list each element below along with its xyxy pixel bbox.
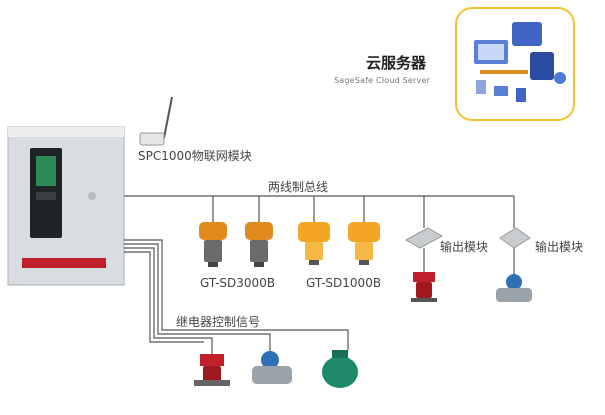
detector-label-sd1000b: GT-SD1000B [306, 276, 382, 290]
output-module-1-icon [404, 227, 444, 249]
red-valve-1 [411, 272, 437, 302]
detector-gt-sd3000b-2 [245, 222, 273, 267]
detector-gt-sd3000b-1 [199, 222, 227, 267]
output-module-2-icon [499, 227, 531, 249]
relay-lines [124, 239, 349, 354]
output-module-2-label: 输出模块 [535, 240, 584, 254]
detector-gt-sd1000b-2 [348, 222, 380, 265]
iot-module-label: SPC1000物联网模块 [138, 149, 252, 163]
blue-valve-2 [252, 351, 292, 384]
cloud-server-illustration [474, 22, 566, 102]
detector-label-sd3000b: GT-SD3000B [200, 276, 276, 290]
blue-valve-1 [496, 274, 532, 302]
green-alarm-device [322, 350, 358, 388]
bus-label: 两线制总线 [268, 180, 329, 194]
iot-module-icon [139, 132, 165, 146]
cloud-server-subtitle: SageSafe Cloud Server [334, 76, 431, 85]
controller-cabinet [7, 126, 125, 286]
antenna [163, 96, 173, 139]
output-module-1-label: 输出模块 [440, 240, 489, 254]
relay-label: 继电器控制信号 [176, 315, 261, 329]
cloud-server-title: 云服务器 [366, 54, 427, 72]
detector-gt-sd1000b-1 [298, 222, 330, 265]
red-valve-2 [194, 354, 230, 386]
